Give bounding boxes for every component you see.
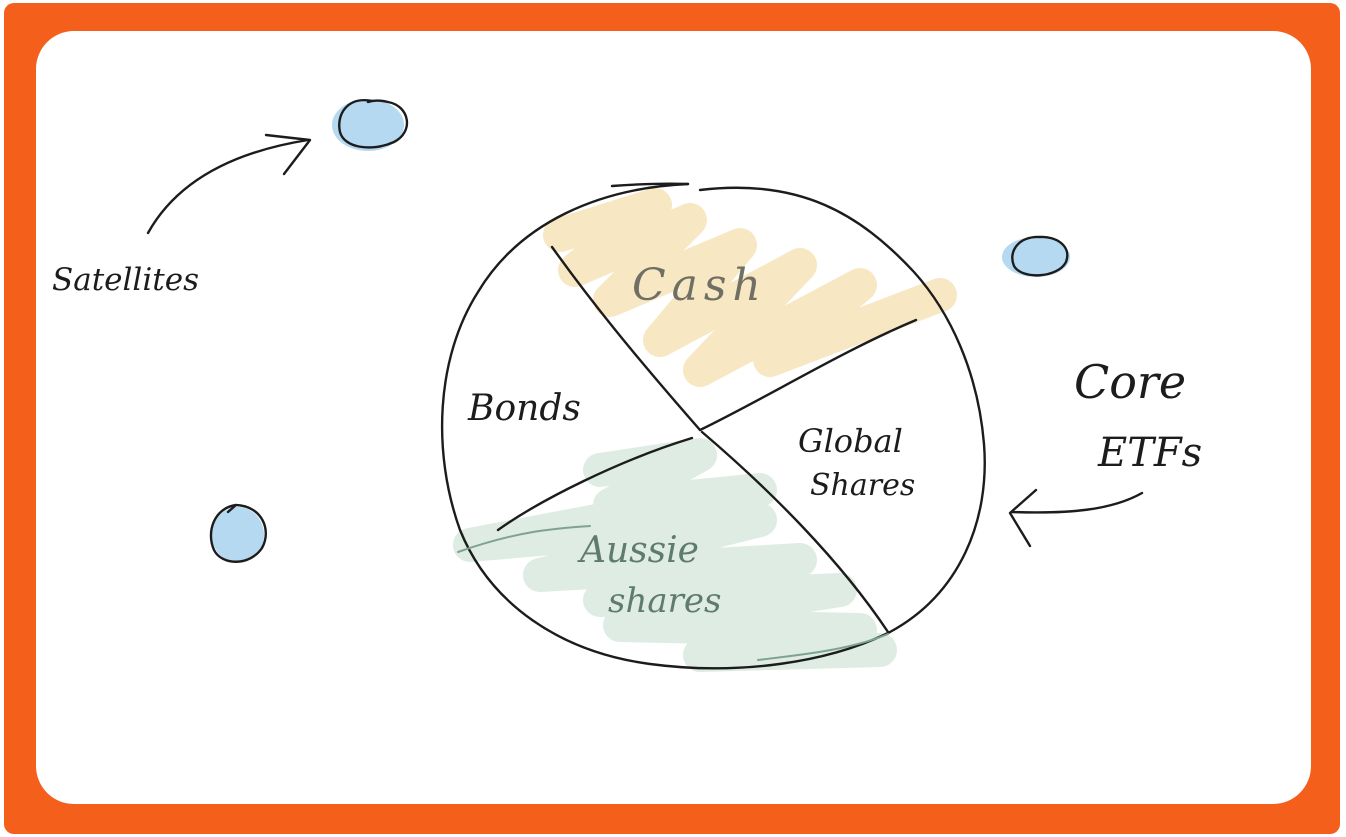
global-shares-label-line2: Shares bbox=[810, 468, 915, 503]
divider-global-aussie bbox=[700, 430, 890, 634]
cash-label: Cash bbox=[632, 260, 767, 311]
pie-outline-stroke-top bbox=[610, 182, 690, 188]
etfs-label: ETFs bbox=[1097, 430, 1202, 476]
aussie-shares-label-line1: Aussie bbox=[577, 530, 699, 571]
satellites-label: Satellites bbox=[52, 262, 199, 298]
divider-cash-bonds bbox=[550, 245, 702, 432]
whiteboard-card bbox=[36, 31, 1311, 804]
divider-bonds-aussie bbox=[496, 436, 694, 532]
satellite-right bbox=[1002, 235, 1070, 277]
pie-outline bbox=[440, 182, 986, 670]
aussie-shares-label-line2: shares bbox=[608, 581, 721, 621]
divider-cash-global bbox=[698, 318, 918, 432]
satellite-bottom-left bbox=[209, 503, 267, 563]
core-etfs-arrow bbox=[1008, 488, 1144, 548]
aussie-highlight bbox=[453, 438, 897, 672]
aussie-green-stroke bbox=[457, 525, 889, 661]
satellites-arrow bbox=[146, 133, 312, 235]
satellite-top bbox=[332, 98, 409, 151]
bonds-label: Bonds bbox=[467, 388, 581, 429]
cash-highlight bbox=[543, 188, 957, 387]
global-shares-label-line1: Global bbox=[798, 422, 903, 460]
core-label: Core bbox=[1074, 355, 1186, 409]
